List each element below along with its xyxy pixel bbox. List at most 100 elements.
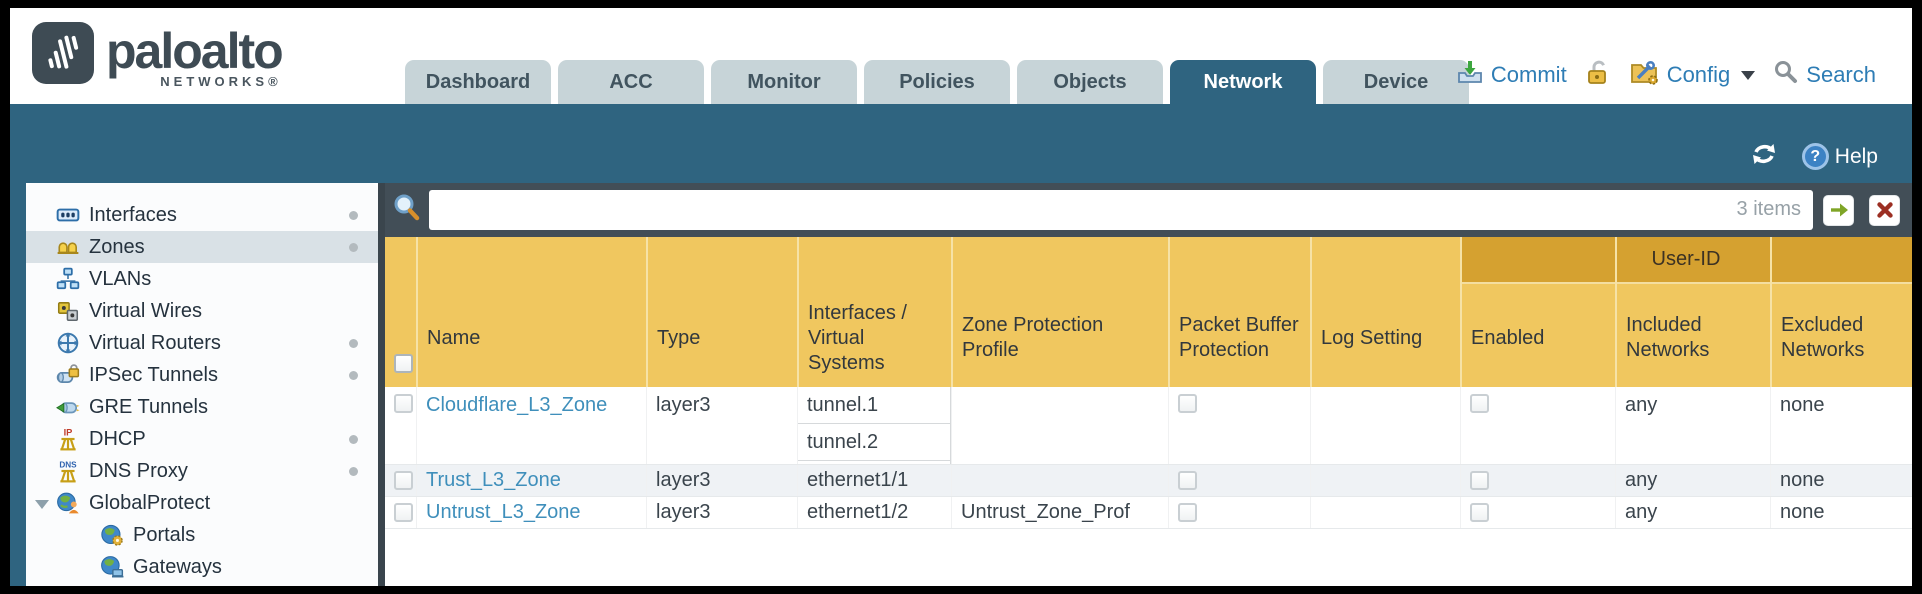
brand-subtitle: NETWORKS® — [160, 74, 282, 89]
user-id-enabled-cell — [1460, 497, 1615, 528]
config-menu[interactable]: Config — [1630, 58, 1756, 92]
gateways-icon — [100, 555, 124, 579]
top-utilities: Commit C — [1456, 58, 1876, 92]
chevron-down-icon — [1741, 70, 1756, 80]
zone-name-link[interactable]: Trust_L3_Zone — [426, 469, 561, 491]
lock-button[interactable] — [1585, 58, 1612, 92]
sidebar-item-label: DNS Proxy — [89, 459, 188, 482]
user-id-group-header: User-ID — [1460, 237, 1912, 284]
tab-policies[interactable]: Policies — [864, 60, 1010, 104]
packet-buffer-protection-cell — [1168, 465, 1310, 496]
included-networks-cell: any — [1615, 387, 1770, 464]
row-select-cell — [385, 387, 416, 464]
packet-buffer-checkbox[interactable] — [1178, 394, 1197, 413]
dhcp-icon: IP — [56, 427, 80, 451]
excluded-networks-cell: none — [1770, 465, 1912, 496]
tab-dashboard[interactable]: Dashboard — [405, 60, 551, 104]
sidebar-item-virtual-routers[interactable]: Virtual Routers — [26, 327, 378, 359]
included-networks-cell: any — [1615, 497, 1770, 528]
packet-buffer-protection-cell — [1168, 387, 1310, 464]
row-checkbox[interactable] — [394, 503, 413, 522]
column-header-interfaces[interactable]: Interfaces / Virtual Systems — [797, 237, 951, 387]
zone-type-cell: layer3 — [646, 465, 797, 496]
sidebar-item-label: GRE Tunnels — [89, 395, 208, 418]
sidebar-item-label: DHCP — [89, 427, 146, 450]
zone-name-link[interactable]: Untrust_L3_Zone — [426, 501, 581, 523]
section-banner: ? Help — [10, 104, 1912, 183]
column-header-included-networks[interactable]: Included Networks — [1615, 237, 1770, 387]
apply-filter-button[interactable] — [1823, 194, 1854, 226]
search-icon — [1773, 59, 1799, 91]
column-header-log-setting[interactable]: Log Setting — [1310, 237, 1460, 387]
sidebar-item-ipsec-tunnels[interactable]: IPSec Tunnels — [26, 359, 378, 391]
help-button[interactable]: ? Help — [1801, 143, 1878, 170]
column-header-packet-buffer-protection[interactable]: Packet Buffer Protection — [1168, 237, 1310, 387]
user-id-enabled-checkbox[interactable] — [1470, 471, 1489, 490]
commit-label: Commit — [1490, 62, 1567, 87]
expander-triangle-icon[interactable] — [35, 500, 49, 509]
search-label: Search — [1806, 62, 1876, 87]
column-header-excluded-networks[interactable]: Excluded Networks — [1770, 237, 1912, 387]
content-area: Interfaces Zones VLANs Vir — [10, 183, 1912, 586]
tab-network[interactable]: Network — [1170, 60, 1316, 104]
config-icon — [1630, 58, 1660, 92]
row-select-cell — [385, 497, 416, 528]
column-header-type[interactable]: Type — [646, 237, 797, 387]
log-setting-cell — [1310, 465, 1460, 496]
sidebar-item-portals[interactable]: Portals — [26, 519, 378, 551]
interfaces-icon — [56, 203, 80, 227]
commit-button[interactable]: Commit — [1456, 58, 1567, 92]
clear-filter-button[interactable] — [1869, 194, 1900, 226]
sidebar-item-zones[interactable]: Zones — [26, 231, 378, 263]
refresh-button[interactable] — [1748, 140, 1780, 173]
sidebar-item-label: Virtual Wires — [89, 299, 202, 322]
zone-name-cell: Untrust_L3_Zone — [416, 497, 646, 528]
top-bar: paloalto NETWORKS® Dashboard ACC Monitor… — [10, 8, 1912, 104]
sidebar-item-dhcp[interactable]: IP DHCP — [26, 423, 378, 455]
column-header-enabled[interactable]: Enabled — [1460, 237, 1615, 387]
brand-name: paloalto — [106, 23, 284, 79]
help-icon: ? — [1801, 143, 1829, 170]
row-select-cell — [385, 465, 416, 496]
status-dot — [349, 435, 358, 444]
user-id-enabled-checkbox[interactable] — [1470, 394, 1489, 413]
main-nav-tabs: Dashboard ACC Monitor Policies Objects N… — [405, 60, 1469, 104]
tab-monitor[interactable]: Monitor — [711, 60, 857, 104]
zone-protection-profile-cell — [951, 387, 1168, 464]
sidebar-item-virtual-wires[interactable]: Virtual Wires — [26, 295, 378, 327]
user-id-enabled-checkbox[interactable] — [1470, 503, 1489, 522]
table-row: Trust_L3_Zone layer3 ethernet1/1 any non… — [385, 465, 1912, 497]
sidebar-item-label: Interfaces — [89, 203, 177, 226]
select-all-checkbox[interactable] — [394, 353, 413, 373]
column-header-name[interactable]: Name — [416, 237, 646, 387]
paloalto-logo: paloalto NETWORKS® — [32, 22, 284, 89]
interface-entry: tunnel.2 — [798, 424, 950, 461]
zones-table-header: User-ID Name Type Interfaces / Virtual S… — [385, 237, 1912, 387]
tab-objects[interactable]: Objects — [1017, 60, 1163, 104]
help-label: Help — [1834, 144, 1878, 168]
global-search-button[interactable]: Search — [1773, 59, 1876, 91]
sidebar-item-label: VLANs — [89, 267, 152, 290]
packet-buffer-checkbox[interactable] — [1178, 503, 1197, 522]
tab-acc[interactable]: ACC — [558, 60, 704, 104]
sidebar-item-gateways[interactable]: Gateways — [26, 551, 378, 583]
packet-buffer-checkbox[interactable] — [1178, 471, 1197, 490]
interface-entry: tunnel.1 — [798, 387, 950, 424]
sidebar-item-label: Portals — [133, 523, 196, 546]
sidebar-item-globalprotect[interactable]: GlobalProtect — [26, 487, 378, 519]
zone-name-cell: Cloudflare_L3_Zone — [416, 387, 646, 464]
sidebar-item-vlans[interactable]: VLANs — [26, 263, 378, 295]
filter-input[interactable] — [429, 190, 1813, 230]
column-header-zone-protection-profile[interactable]: Zone Protection Profile — [951, 237, 1168, 387]
row-checkbox[interactable] — [394, 471, 413, 490]
zone-name-link[interactable]: Cloudflare_L3_Zone — [426, 394, 608, 416]
ipsec-tunnels-icon — [56, 363, 80, 387]
sidebar-item-label: IPSec Tunnels — [89, 363, 218, 386]
row-checkbox[interactable] — [394, 394, 413, 413]
sidebar-item-dns-proxy[interactable]: DNS DNS Proxy — [26, 455, 378, 487]
sidebar-item-gre-tunnels[interactable]: GRE Tunnels — [26, 391, 378, 423]
app-window: paloalto NETWORKS® Dashboard ACC Monitor… — [10, 8, 1912, 586]
zone-type-cell: layer3 — [646, 387, 797, 464]
tab-device[interactable]: Device — [1323, 60, 1469, 104]
sidebar-item-interfaces[interactable]: Interfaces — [26, 199, 378, 231]
